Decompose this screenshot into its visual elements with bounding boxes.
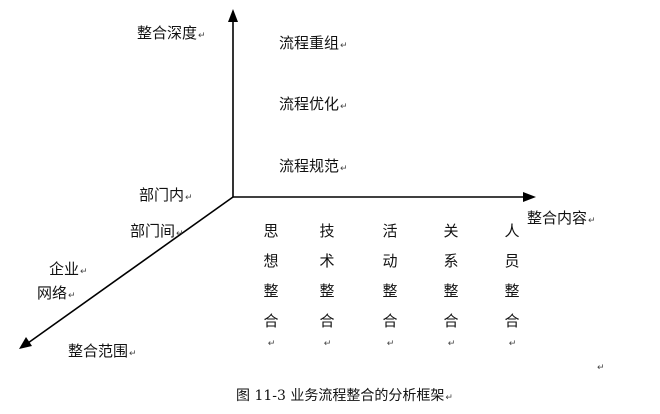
- content-char: 合↵: [317, 311, 337, 349]
- content-type-activity: 活 动 整 合↵: [380, 221, 400, 349]
- paragraph-mark-icon: ↵: [68, 291, 76, 301]
- paragraph-mark-icon: ↵: [323, 339, 332, 349]
- scope-axis-arrowhead: [19, 337, 32, 349]
- scope-level-text: 网络: [37, 284, 68, 302]
- content-type-technology: 技 术 整 合↵: [317, 221, 337, 349]
- paragraph-mark-icon: ↵: [267, 339, 276, 349]
- content-char: 员: [504, 252, 520, 270]
- depth-level-text: 流程重组: [279, 34, 340, 52]
- paragraph-mark-icon: ↵: [185, 193, 193, 203]
- scope-level-enterprise: 企业↵: [49, 260, 88, 281]
- paragraph-mark-icon: ↵: [386, 339, 395, 349]
- scope-level-within-department: 部门内↵: [139, 186, 193, 207]
- scope-level-network: 网络↵: [37, 284, 76, 305]
- content-char: 动: [382, 252, 398, 270]
- scope-axis-label-text: 整合范围: [68, 342, 129, 360]
- paragraph-mark-icon: ↵: [588, 216, 596, 226]
- depth-level-reengineering: 流程重组↵: [279, 34, 348, 55]
- content-char: 活: [382, 222, 398, 240]
- depth-level-text: 流程规范: [279, 157, 340, 175]
- content-axis-label-text: 整合内容: [527, 209, 588, 227]
- content-char: 技: [319, 222, 335, 240]
- paragraph-mark-icon: ↵: [597, 363, 605, 373]
- content-char-text: 合: [443, 312, 459, 330]
- paragraph-mark-icon: ↵: [508, 339, 517, 349]
- depth-level-standardization: 流程规范↵: [279, 157, 348, 178]
- content-char: 人: [504, 222, 520, 240]
- content-char: 整: [504, 282, 520, 300]
- paragraph-mark-icon: ↵: [340, 41, 348, 51]
- content-axis-arrowhead: [523, 192, 536, 202]
- content-axis-label: 整合内容↵: [527, 209, 596, 230]
- content-char: 整: [319, 282, 335, 300]
- content-char: 合↵: [502, 311, 522, 349]
- paragraph-mark-icon: ↵: [340, 164, 348, 174]
- content-char: 整: [382, 282, 398, 300]
- content-char: 合↵: [380, 311, 400, 349]
- content-char: 术: [319, 252, 335, 270]
- paragraph-mark-icon: ↵: [340, 102, 348, 112]
- content-char: 关: [443, 222, 459, 240]
- content-char: 整: [263, 282, 279, 300]
- scope-level-text: 部门内: [139, 186, 185, 204]
- content-char: 想: [263, 252, 279, 270]
- depth-level-optimization: 流程优化↵: [279, 95, 348, 116]
- figure-number: 图 11-3: [236, 388, 286, 404]
- paragraph-mark-icon: ↵: [80, 267, 88, 277]
- scope-level-text: 部门间: [130, 222, 176, 240]
- content-char-text: 合: [319, 312, 335, 330]
- content-type-personnel: 人 员 整 合↵: [502, 221, 522, 349]
- scope-level-between-departments: 部门间↵: [130, 222, 184, 243]
- content-type-relationship: 关 系 整 合↵: [441, 221, 461, 349]
- depth-axis-label: 整合深度↵: [137, 24, 206, 45]
- paragraph-mark-icon: ↵: [445, 393, 453, 403]
- paragraph-mark-icon: ↵: [198, 31, 206, 41]
- content-char-text: 合: [382, 312, 398, 330]
- scope-axis-line: [27, 196, 234, 344]
- content-char-text: 合: [263, 312, 279, 330]
- paragraph-mark-icon: ↵: [176, 229, 184, 239]
- depth-axis-arrowhead: [228, 9, 238, 22]
- depth-axis-label-text: 整合深度: [137, 24, 198, 42]
- scope-level-text: 企业: [49, 260, 80, 278]
- content-char-text: 合: [504, 312, 520, 330]
- paragraph-mark-icon: ↵: [447, 339, 456, 349]
- figure-caption: 图 11-3 业务流程整合的分析框架↵: [236, 387, 453, 407]
- content-type-thought: 思 想 整 合↵: [261, 221, 281, 349]
- depth-level-text: 流程优化: [279, 95, 340, 113]
- content-char: 系: [443, 252, 459, 270]
- figure-title: 业务流程整合的分析框架: [290, 388, 445, 404]
- content-char: 合↵: [261, 311, 281, 349]
- content-char: 思: [263, 222, 279, 240]
- content-char: 合↵: [441, 311, 461, 349]
- content-char: 整: [443, 282, 459, 300]
- paragraph-mark-icon: ↵: [129, 349, 137, 359]
- scope-axis-label: 整合范围↵: [68, 342, 137, 363]
